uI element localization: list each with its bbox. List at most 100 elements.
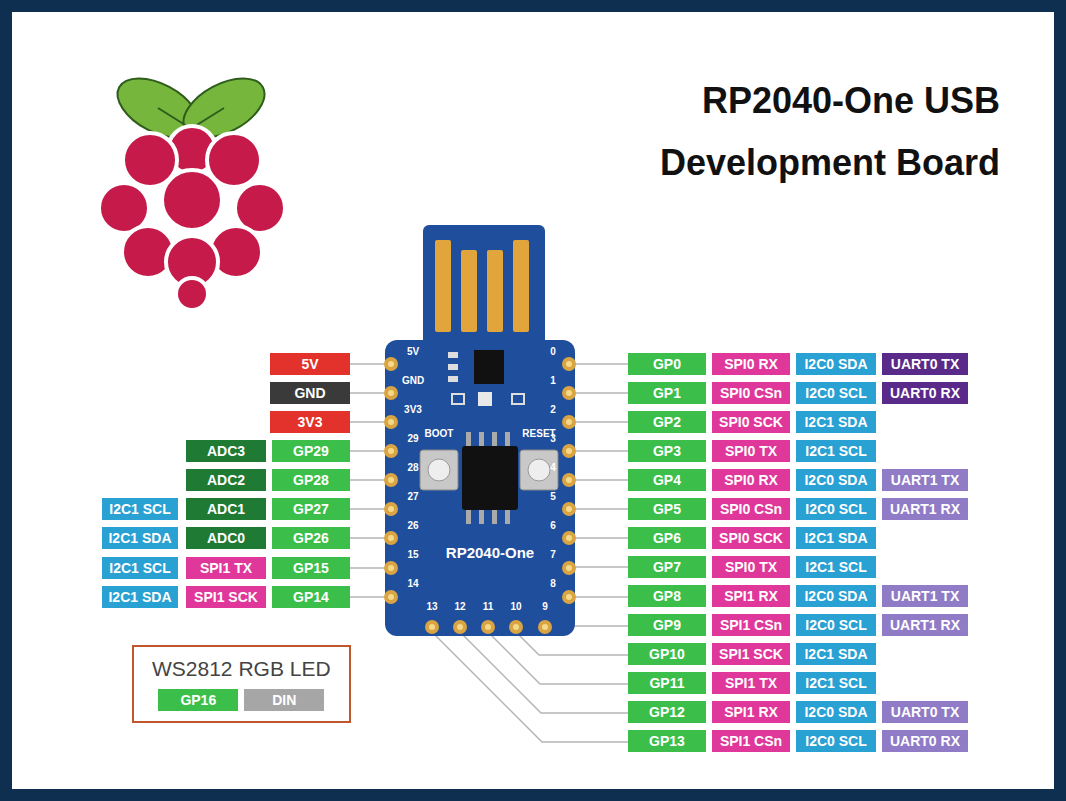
castellated-pads-part	[481, 620, 495, 634]
castellated-pads-part	[384, 444, 398, 458]
pin-tag: GP16	[158, 689, 238, 711]
castellated-pads-part	[562, 531, 576, 545]
silkscreen-label: 4	[550, 462, 556, 473]
silkscreen-label: 5V	[407, 346, 419, 357]
pin-tag: I2C0 SCL	[796, 614, 876, 636]
pin-tag: GP7	[628, 556, 706, 578]
pin-tag: SPI1 TX	[186, 557, 266, 579]
castellated-pads-part	[388, 594, 394, 600]
silkscreen-label: 1	[550, 375, 556, 386]
usb-plug-part	[487, 250, 503, 332]
pcb-part	[505, 510, 510, 524]
castellated-pads-part	[542, 624, 548, 630]
pin-tag: GP12	[628, 701, 706, 723]
pin-tag: SPI1 CSn	[712, 614, 790, 636]
castellated-pads-part	[566, 390, 572, 396]
castellated-pads-part	[562, 590, 576, 604]
pin-tag: 3V3	[270, 411, 350, 433]
pin-tag: SPI0 CSn	[712, 498, 790, 520]
pin-tag: UART1 TX	[882, 469, 968, 491]
silkscreen-label: 0	[550, 346, 556, 357]
silkscreen-label: 2	[550, 404, 556, 415]
page-frame	[12, 12, 1054, 789]
silkscreen-label: GND	[402, 375, 424, 386]
leader-lines-part	[574, 364, 628, 597]
pcb-part	[448, 364, 458, 370]
silkscreen-label: 28	[407, 462, 418, 473]
pcb-part	[448, 376, 458, 382]
raspberry-logo-part	[162, 170, 222, 230]
pin-tag: I2C1 SCL	[796, 556, 876, 578]
pcb-part	[492, 432, 497, 446]
castellated-pads-part	[566, 448, 572, 454]
silkscreen-label: 12	[454, 601, 465, 612]
pin-tag: SPI0 SCK	[712, 527, 790, 549]
pin-tag: I2C0 SCL	[796, 498, 876, 520]
silkscreen-label: 14	[407, 578, 418, 589]
pcb-part	[520, 450, 558, 490]
pin-tag: I2C0 SDA	[796, 585, 876, 607]
castellated-pads-part	[384, 415, 398, 429]
castellated-pads-part	[562, 415, 576, 429]
castellated-pads-part	[538, 620, 552, 634]
pin-tag: I2C1 SDA	[796, 527, 876, 549]
pcb-part	[512, 394, 524, 404]
castellated-pads-part	[384, 502, 398, 516]
pcb-part	[505, 432, 510, 446]
castellated-pads-part	[566, 535, 572, 541]
pin-tag: UART0 RX	[882, 382, 968, 404]
silkscreen-label: 13	[426, 601, 437, 612]
castellated-pads-part	[388, 419, 394, 425]
castellated-pads-part	[384, 590, 398, 604]
leader-lines-part	[432, 632, 628, 742]
pin-tag: UART1 RX	[882, 614, 968, 636]
pin-tag: SPI0 SCK	[712, 411, 790, 433]
silkscreen-label: 7	[550, 549, 556, 560]
castellated-pads-part	[566, 565, 572, 571]
silkscreen-label: 15	[407, 549, 418, 560]
raspberry-logo	[99, 66, 285, 310]
silkscreen-label: 10	[510, 601, 521, 612]
usb-plug-part	[461, 250, 477, 332]
silkscreen-label: RESET	[522, 428, 555, 439]
castellated-pads-part	[384, 561, 398, 575]
pin-tag: SPI0 CSn	[712, 382, 790, 404]
pcb-part	[452, 394, 464, 404]
pin-tag: GP1	[628, 382, 706, 404]
castellated-pads-part	[388, 535, 394, 541]
pin-tag: GP11	[628, 672, 706, 694]
box-heading: WS2812 RGB LED	[152, 657, 331, 681]
usb-plug-part	[435, 240, 451, 332]
pin-tag: SPI1 RX	[712, 585, 790, 607]
castellated-pads-part	[388, 448, 394, 454]
pin-tag: SPI0 TX	[712, 556, 790, 578]
pin-tag: GP27	[272, 498, 350, 520]
castellated-pads-part	[384, 531, 398, 545]
pcb-part	[420, 450, 458, 490]
silkscreen-label: 29	[407, 433, 418, 444]
pin-tag: GP0	[628, 353, 706, 375]
pcb-part	[466, 432, 471, 446]
castellated-pads-part	[562, 561, 576, 575]
pin-tag: GP5	[628, 498, 706, 520]
pin-tag: UART0 RX	[882, 730, 968, 752]
pin-tag: GP14	[272, 586, 350, 608]
pin-tag: SPI1 CSn	[712, 730, 790, 752]
castellated-pads-part	[388, 477, 394, 483]
pcb-part	[474, 350, 504, 384]
castellated-pads-part	[562, 357, 576, 371]
pin-tag: I2C1 SCL	[102, 498, 178, 520]
pin-tag: SPI1 SCK	[712, 643, 790, 665]
pin-tag: I2C1 SCL	[796, 440, 876, 462]
castellated-pads-part	[566, 477, 572, 483]
castellated-pads-part	[562, 502, 576, 516]
castellated-pads-part	[429, 624, 435, 630]
pin-tag: 5V	[270, 353, 350, 375]
castellated-pads-part	[384, 386, 398, 400]
pcb	[385, 340, 575, 636]
callout-box: WS2812 RGB LEDGP16DIN	[132, 645, 351, 723]
pin-tag: SPI0 RX	[712, 353, 790, 375]
castellated-pads-part	[388, 361, 394, 367]
pcb-part	[385, 340, 575, 636]
